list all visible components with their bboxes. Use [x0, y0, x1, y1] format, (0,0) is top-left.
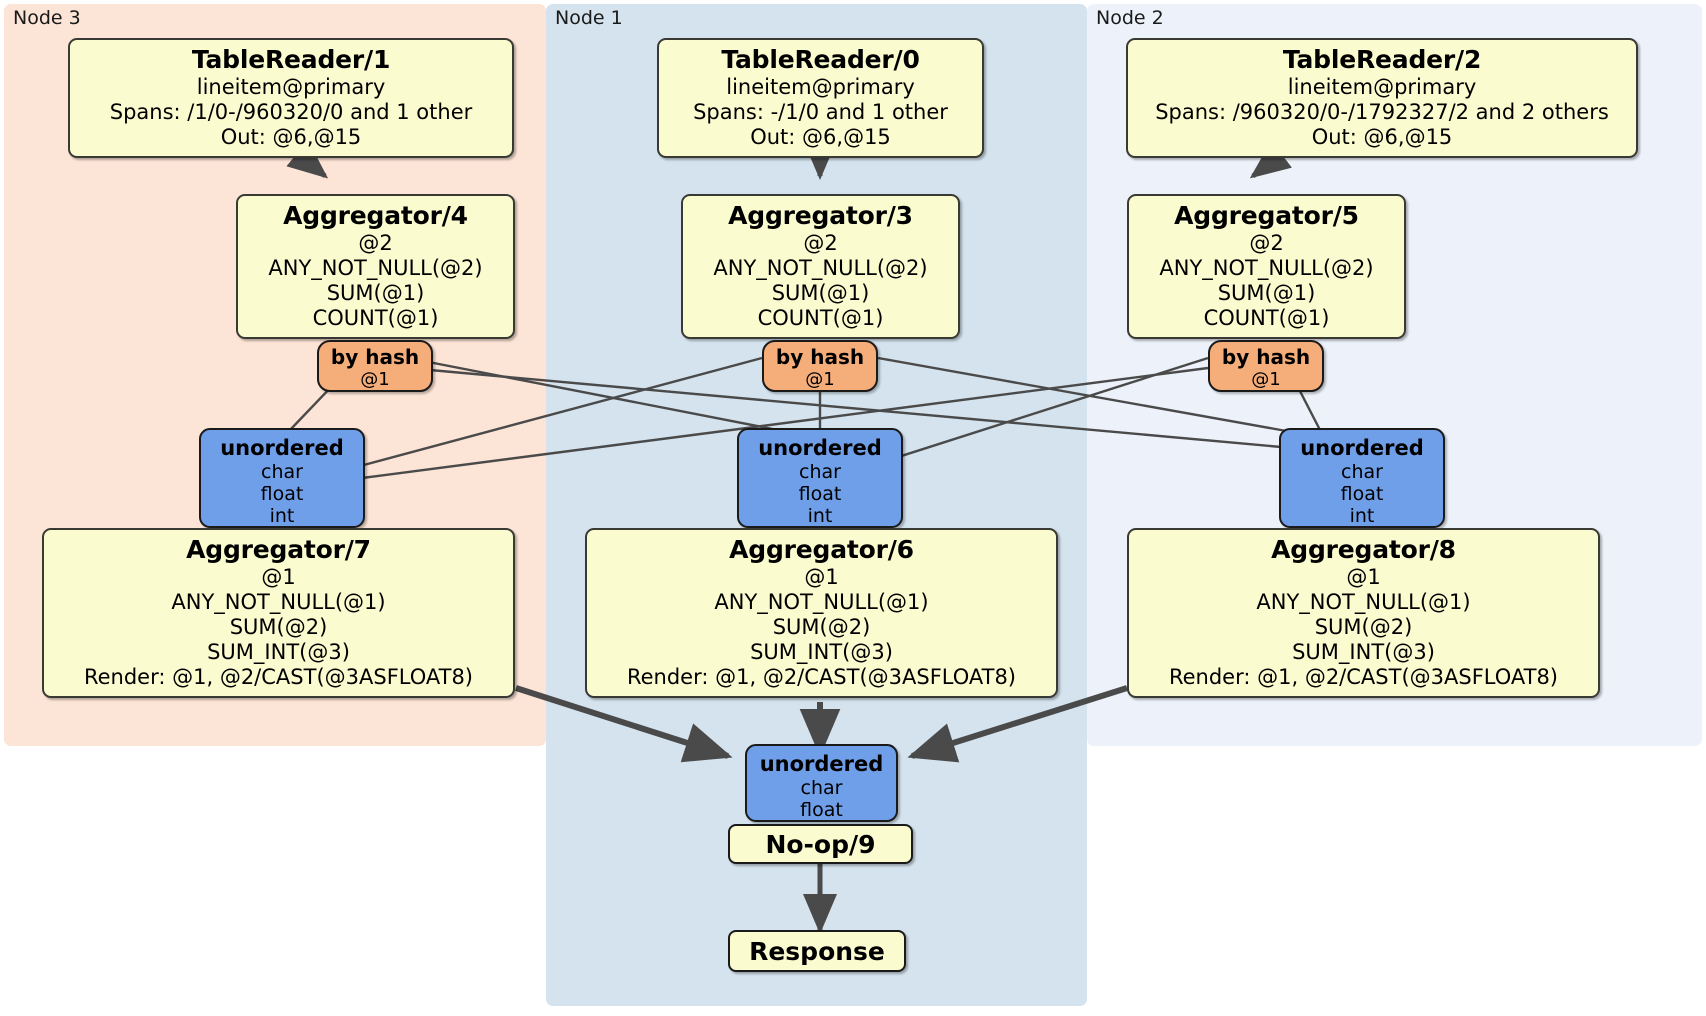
processor-aggregator-8[interactable]: Aggregator/8 @1 ANY_NOT_NULL(@1) SUM(@2)… [1127, 528, 1600, 698]
processor-table: lineitem@primary [196, 75, 386, 99]
synchronizer-type-float: float [1340, 483, 1384, 505]
synchronizer-unordered-aggregator6[interactable]: unordered char float int [737, 428, 903, 528]
synchronizer-type-char: char [799, 461, 841, 483]
processor-agg-1: ANY_NOT_NULL(@1) [1256, 590, 1471, 614]
processor-title: TableReader/2 [1282, 45, 1482, 74]
synchronizer-type-char: char [261, 461, 303, 483]
router-title: by hash [330, 345, 420, 369]
processor-aggregator-7[interactable]: Aggregator/7 @1 ANY_NOT_NULL(@1) SUM(@2)… [42, 528, 515, 698]
processor-tablereader-2[interactable]: TableReader/2 lineitem@primary Spans: /9… [1126, 38, 1638, 158]
processor-aggregator-4[interactable]: Aggregator/4 @2 ANY_NOT_NULL(@2) SUM(@1)… [236, 194, 515, 339]
processor-agg-3: COUNT(@1) [1203, 306, 1330, 330]
synchronizer-type-float: float [260, 483, 304, 505]
processor-agg-1: ANY_NOT_NULL(@2) [713, 256, 928, 280]
processor-title: Aggregator/5 [1174, 201, 1359, 230]
processor-response[interactable]: Response [728, 930, 906, 972]
synchronizer-unordered-aggregator8[interactable]: unordered char float int [1279, 428, 1445, 528]
processor-group: @2 [803, 231, 838, 255]
node-panel-label-node2: Node 2 [1096, 7, 1164, 29]
processor-agg-2: SUM(@1) [326, 281, 425, 305]
processor-aggregator-3[interactable]: Aggregator/3 @2 ANY_NOT_NULL(@2) SUM(@1)… [681, 194, 960, 339]
processor-agg-1: ANY_NOT_NULL(@2) [1159, 256, 1374, 280]
processor-agg-1: ANY_NOT_NULL(@1) [171, 590, 386, 614]
synchronizer-unordered-final[interactable]: unordered char float [745, 744, 898, 822]
processor-render: Render: @1, @2/CAST(@3ASFLOAT8) [1168, 665, 1559, 689]
processor-render: Render: @1, @2/CAST(@3ASFLOAT8) [626, 665, 1017, 689]
processor-agg-3: COUNT(@1) [312, 306, 439, 330]
processor-agg-2: SUM(@1) [1217, 281, 1316, 305]
synchronizer-title: unordered [220, 436, 344, 460]
processor-title: TableReader/0 [721, 45, 920, 74]
processor-title: TableReader/1 [191, 45, 391, 74]
router-title: by hash [775, 345, 865, 369]
node-panel-label-node3: Node 3 [13, 7, 81, 29]
router-column: @1 [805, 369, 835, 390]
processor-agg-2: SUM(@1) [771, 281, 870, 305]
processor-title: Aggregator/8 [1271, 535, 1456, 564]
processor-table: lineitem@primary [726, 75, 915, 99]
synchronizer-type-int: int [1349, 505, 1375, 527]
synchronizer-unordered-aggregator7[interactable]: unordered char float int [199, 428, 365, 528]
processor-title: Aggregator/4 [283, 201, 468, 230]
processor-agg-2: SUM(@2) [229, 615, 328, 639]
processor-agg-3: COUNT(@1) [757, 306, 884, 330]
router-by-hash-aggregator5[interactable]: by hash @1 [1208, 340, 1324, 392]
processor-out: Out: @6,@15 [1311, 125, 1453, 149]
processor-spans: Spans: -/1/0 and 1 other [693, 100, 948, 124]
router-title: by hash [1221, 345, 1311, 369]
processor-tablereader-0[interactable]: TableReader/0 lineitem@primary Spans: -/… [657, 38, 984, 158]
processor-tablereader-1[interactable]: TableReader/1 lineitem@primary Spans: /1… [68, 38, 514, 158]
processor-aggregator-6[interactable]: Aggregator/6 @1 ANY_NOT_NULL(@1) SUM(@2)… [585, 528, 1058, 698]
processor-group: @2 [1249, 231, 1284, 255]
processor-title: Aggregator/3 [728, 201, 913, 230]
processor-agg-1: ANY_NOT_NULL(@1) [714, 590, 929, 614]
processor-out: Out: @6,@15 [750, 125, 891, 149]
synchronizer-type-int: int [807, 505, 833, 527]
processor-group: @2 [358, 231, 393, 255]
synchronizer-type-float: float [800, 799, 843, 821]
synchronizer-type-char: char [800, 777, 843, 799]
processor-render: Render: @1, @2/CAST(@3ASFLOAT8) [83, 665, 474, 689]
processor-title: Aggregator/6 [729, 535, 914, 564]
router-column: @1 [360, 369, 390, 390]
processor-group: @1 [261, 565, 296, 589]
processor-title: Aggregator/7 [186, 535, 371, 564]
router-by-hash-aggregator3[interactable]: by hash @1 [762, 340, 878, 392]
processor-out: Out: @6,@15 [220, 125, 362, 149]
processor-agg-1: ANY_NOT_NULL(@2) [268, 256, 483, 280]
synchronizer-title: unordered [759, 752, 884, 776]
processor-agg-2: SUM(@2) [772, 615, 871, 639]
processor-table: lineitem@primary [1287, 75, 1477, 99]
processor-spans: Spans: /960320/0-/1792327/2 and 2 others [1155, 100, 1609, 124]
processor-agg-2: SUM(@2) [1314, 615, 1413, 639]
processor-spans: Spans: /1/0-/960320/0 and 1 other [109, 100, 473, 124]
processor-noop-9[interactable]: No-op/9 [728, 824, 913, 864]
router-column: @1 [1251, 369, 1281, 390]
synchronizer-title: unordered [1300, 436, 1424, 460]
synchronizer-type-float: float [798, 483, 842, 505]
processor-agg-3: SUM_INT(@3) [1292, 640, 1435, 664]
processor-group: @1 [804, 565, 839, 589]
processor-group: @1 [1346, 565, 1381, 589]
processor-aggregator-5[interactable]: Aggregator/5 @2 ANY_NOT_NULL(@2) SUM(@1)… [1127, 194, 1406, 339]
node-panel-label-node1: Node 1 [555, 7, 623, 29]
router-by-hash-aggregator4[interactable]: by hash @1 [317, 340, 433, 392]
synchronizer-type-char: char [1341, 461, 1383, 483]
processor-agg-3: SUM_INT(@3) [207, 640, 350, 664]
processor-agg-3: SUM_INT(@3) [750, 640, 893, 664]
synchronizer-title: unordered [758, 436, 882, 460]
synchronizer-type-int: int [269, 505, 295, 527]
